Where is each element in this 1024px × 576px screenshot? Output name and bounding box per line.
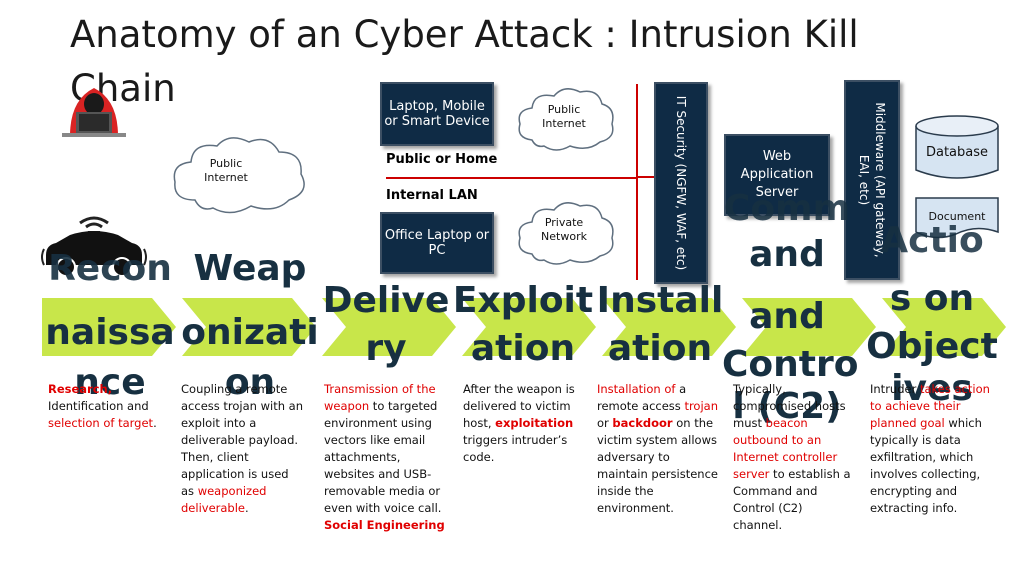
stage-reconnaissance: Recon naissa nce <box>40 250 180 402</box>
it-security-box: IT Security (NGFW, WAF, etc) <box>654 82 708 284</box>
stage-delivery-line1: Delive <box>322 280 450 321</box>
desc-recon-part3: selection of target <box>48 416 154 430</box>
stage-exploitation-line2: ation <box>470 328 576 369</box>
desc-weaponization: Coupling a remote access trojan with an … <box>181 381 303 517</box>
stage-actions-line1: s on <box>889 278 975 319</box>
office-laptop-box: Office Laptop or PC <box>380 212 494 274</box>
public-internet-cloud-left <box>173 137 305 214</box>
connected-car-icon <box>41 216 147 277</box>
desc-reconnaissance: Research, Identification and selection o… <box>48 381 166 432</box>
stage-actions-line3: ives <box>891 368 973 409</box>
desc-exploit-part1: After the weapon is delivered to victim … <box>463 382 575 430</box>
perimeter-line <box>636 84 638 280</box>
stage-installation-line2: ation <box>607 328 713 369</box>
stage-c2-line2: and <box>749 296 825 337</box>
stage-command-control: Comm and and Contro l (C2) <box>722 188 859 427</box>
stage-reconnaissance-line1: Recon <box>48 248 172 289</box>
desc-command-control: Typically, compromised hosts must beacon… <box>733 381 855 534</box>
stage-installation-line1: Install <box>596 280 724 321</box>
stage-weaponization-line3: on <box>224 362 276 403</box>
desc-install-part2: a remote access <box>597 382 687 413</box>
document-label: Document <box>928 210 986 223</box>
desc-installation: Installation of a remote access trojan o… <box>597 381 721 517</box>
document-icon <box>915 197 999 239</box>
stage-actions-on-objectives: Actio s on Object ives <box>862 222 1002 408</box>
desc-delivery: Transmission of the weapon to targeted e… <box>324 381 452 534</box>
laptop-mobile-box: Laptop, Mobile or Smart Device <box>380 82 494 146</box>
desc-c2-part3: to establish a Command and Control (C2) … <box>733 467 851 532</box>
desc-delivery-part2: to targeted environment using vectors li… <box>324 399 442 515</box>
desc-install-part3: trojan <box>684 399 718 413</box>
desc-c2-part1: Typically, compromised hosts must <box>733 382 846 430</box>
kill-chain-arrows <box>42 298 1006 356</box>
desc-c2-part2: beacon outbound to an Internet controlle… <box>733 416 838 481</box>
desc-actions-part3: which typically is data exfiltration, wh… <box>870 416 982 515</box>
desc-recon-part4: . <box>153 416 157 430</box>
stage-weaponization: Weap onizati on <box>176 250 324 402</box>
desc-install-part1: Installation of <box>597 382 676 396</box>
stage-delivery-line2: ry <box>365 328 407 369</box>
hacker-icon <box>62 88 126 137</box>
desc-delivery-part1: Transmission of the weapon <box>324 382 436 413</box>
desc-exploit-part3: triggers intruder’s code. <box>463 433 568 464</box>
stage-c2-line4: l (C2) <box>732 386 842 427</box>
public-internet-left-label: Public Internet <box>204 157 248 184</box>
stage-weaponization-line1: Weap <box>193 248 307 289</box>
stage-c2-line1: and <box>749 234 825 275</box>
desc-weapon-part1: Coupling a remote access trojan with an … <box>181 382 304 498</box>
stage-exploitation: Exploit ation <box>448 282 598 368</box>
public-or-home-label: Public or Home <box>386 152 498 167</box>
desc-weapon-part3: . <box>245 501 249 515</box>
desc-actions-on-objectives: Intruder takes action to achieve their p… <box>870 381 992 517</box>
desc-weapon-part2: weaponized deliverable <box>181 484 267 515</box>
stage-installation: Install ation <box>590 282 730 368</box>
public-internet-cloud-top <box>518 88 614 151</box>
perimeter-link <box>637 176 655 178</box>
database-label: Database <box>925 145 989 160</box>
stage-exploitation-line1: Exploit <box>452 280 594 321</box>
middleware-box: Middleware (API gateway, EAI, etc) <box>844 80 900 280</box>
page-title: Anatomy of an Cyber Attack : Intrusion K… <box>70 13 859 110</box>
desc-recon-part1: Research, <box>48 382 113 396</box>
stage-reconnaissance-line2: naissa <box>45 312 175 353</box>
public-internet-top-label: Public Internet <box>542 103 586 130</box>
it-security-label: IT Security (NGFW, WAF, etc) <box>674 95 688 271</box>
internal-lan-label: Internal LAN <box>386 188 478 203</box>
desc-exploit-part2: exploitation <box>495 416 574 430</box>
stage-reconnaissance-line3: nce <box>74 362 146 403</box>
desc-install-part6: on the victim system allows adversary to… <box>597 416 718 515</box>
desc-recon-part2: Identification and <box>48 399 149 413</box>
desc-actions-part1: Intruder <box>870 382 920 396</box>
web-app-server-box: Web Application Server <box>724 134 830 216</box>
stage-delivery: Delive ry <box>316 282 456 368</box>
stage-c2-line3: Contro <box>722 344 859 385</box>
private-network-cloud <box>518 202 614 265</box>
desc-install-part5: backdoor <box>612 416 673 430</box>
database-icon <box>915 115 999 179</box>
stage-weaponization-line2: onizati <box>181 312 319 353</box>
stage-actions-line2: Object <box>866 326 998 367</box>
desc-actions-part2: takes action to achieve their planned go… <box>870 382 990 430</box>
stage-c2-line0: Comm <box>723 188 851 229</box>
desc-install-part4: or <box>597 416 613 430</box>
desc-exploitation: After the weapon is delivered to victim … <box>463 381 585 466</box>
private-network-label: Private Network <box>541 216 587 243</box>
zone-divider-line <box>386 177 636 179</box>
stage-actions-line0: Actio <box>880 220 984 261</box>
desc-delivery-part3: Social Engineering <box>324 518 445 532</box>
